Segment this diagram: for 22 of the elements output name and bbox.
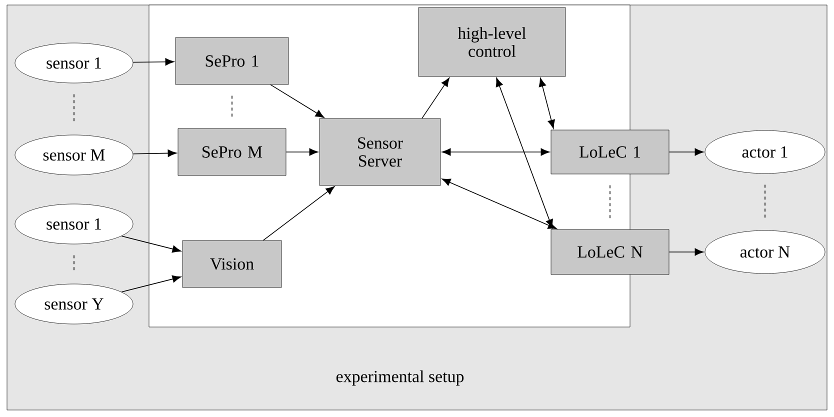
arrow <box>668 248 704 256</box>
arrow <box>442 148 550 156</box>
arrow <box>668 148 704 156</box>
process-box: Sensor Server <box>319 118 441 186</box>
arrow <box>496 78 553 228</box>
process-box: Vision <box>182 240 282 288</box>
process-box: LoLeC N <box>550 229 670 275</box>
arrow <box>286 148 318 156</box>
process-box: SePro 1 <box>175 37 289 85</box>
arrow <box>442 178 557 230</box>
process-box: LoLeC 1 <box>550 130 670 174</box>
process-box: high-level control <box>418 7 566 77</box>
arrow <box>270 84 324 118</box>
arrow <box>132 150 177 157</box>
arrow <box>132 58 174 66</box>
arrow <box>121 236 182 253</box>
arrow <box>121 275 182 292</box>
process-box: SePro M <box>178 128 286 176</box>
dashed-line <box>764 184 766 220</box>
arrow <box>422 78 450 119</box>
arrow <box>262 186 335 241</box>
arrow <box>538 78 555 129</box>
